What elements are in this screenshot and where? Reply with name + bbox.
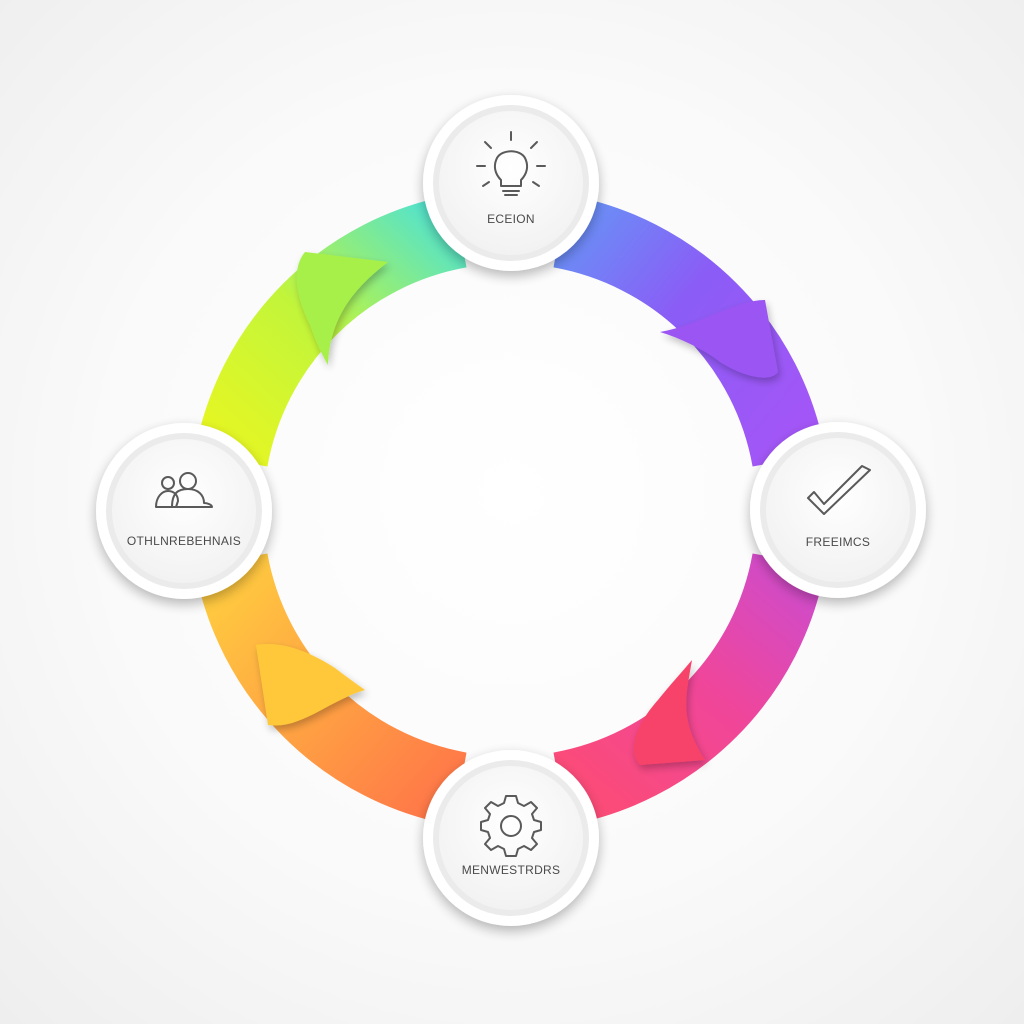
node-right[interactable]: FREEIMCS [750,422,926,598]
node-top-label: ECEION [487,212,535,226]
arc-top-right [552,194,826,468]
arrowhead-bottom-left [256,644,365,726]
lightbulb-icon [476,131,546,196]
node-left-label: OTHLNREBEHNAIS [127,534,241,548]
node-top[interactable]: ECEION [423,95,599,271]
node-left[interactable]: OTHLNREBEHNAIS [96,423,272,599]
arrowhead-left-top [296,252,388,365]
node-right-label: FREEIMCS [806,535,870,549]
arrowhead-right-bottom [633,660,705,765]
checkmark-icon [807,465,871,515]
arc-right-bottom [552,552,826,826]
people-icon [155,472,213,508]
node-bottom[interactable]: MENWESTRDRS [423,750,599,926]
arrowhead-top-right [660,300,778,378]
node-bottom-label: MENWESTRDRS [462,863,561,877]
cycle-arrows [256,252,778,765]
gear-icon [480,795,542,857]
